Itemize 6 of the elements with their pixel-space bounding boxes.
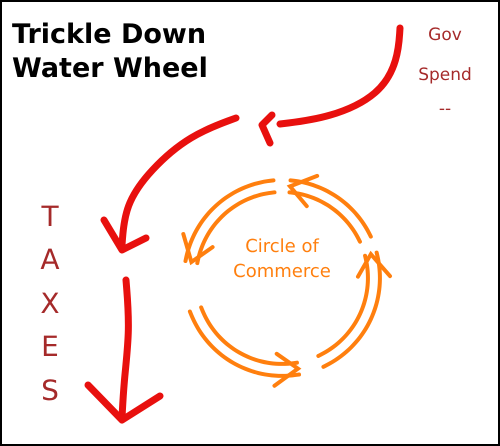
title: Trickle Down Water Wheel [12,18,209,86]
vertical-label: TAXES [39,199,61,409]
label: -- [438,98,452,121]
label: Gov [427,24,463,47]
center-label: Circle of Commerce [232,235,332,284]
label: Spend [417,64,473,87]
